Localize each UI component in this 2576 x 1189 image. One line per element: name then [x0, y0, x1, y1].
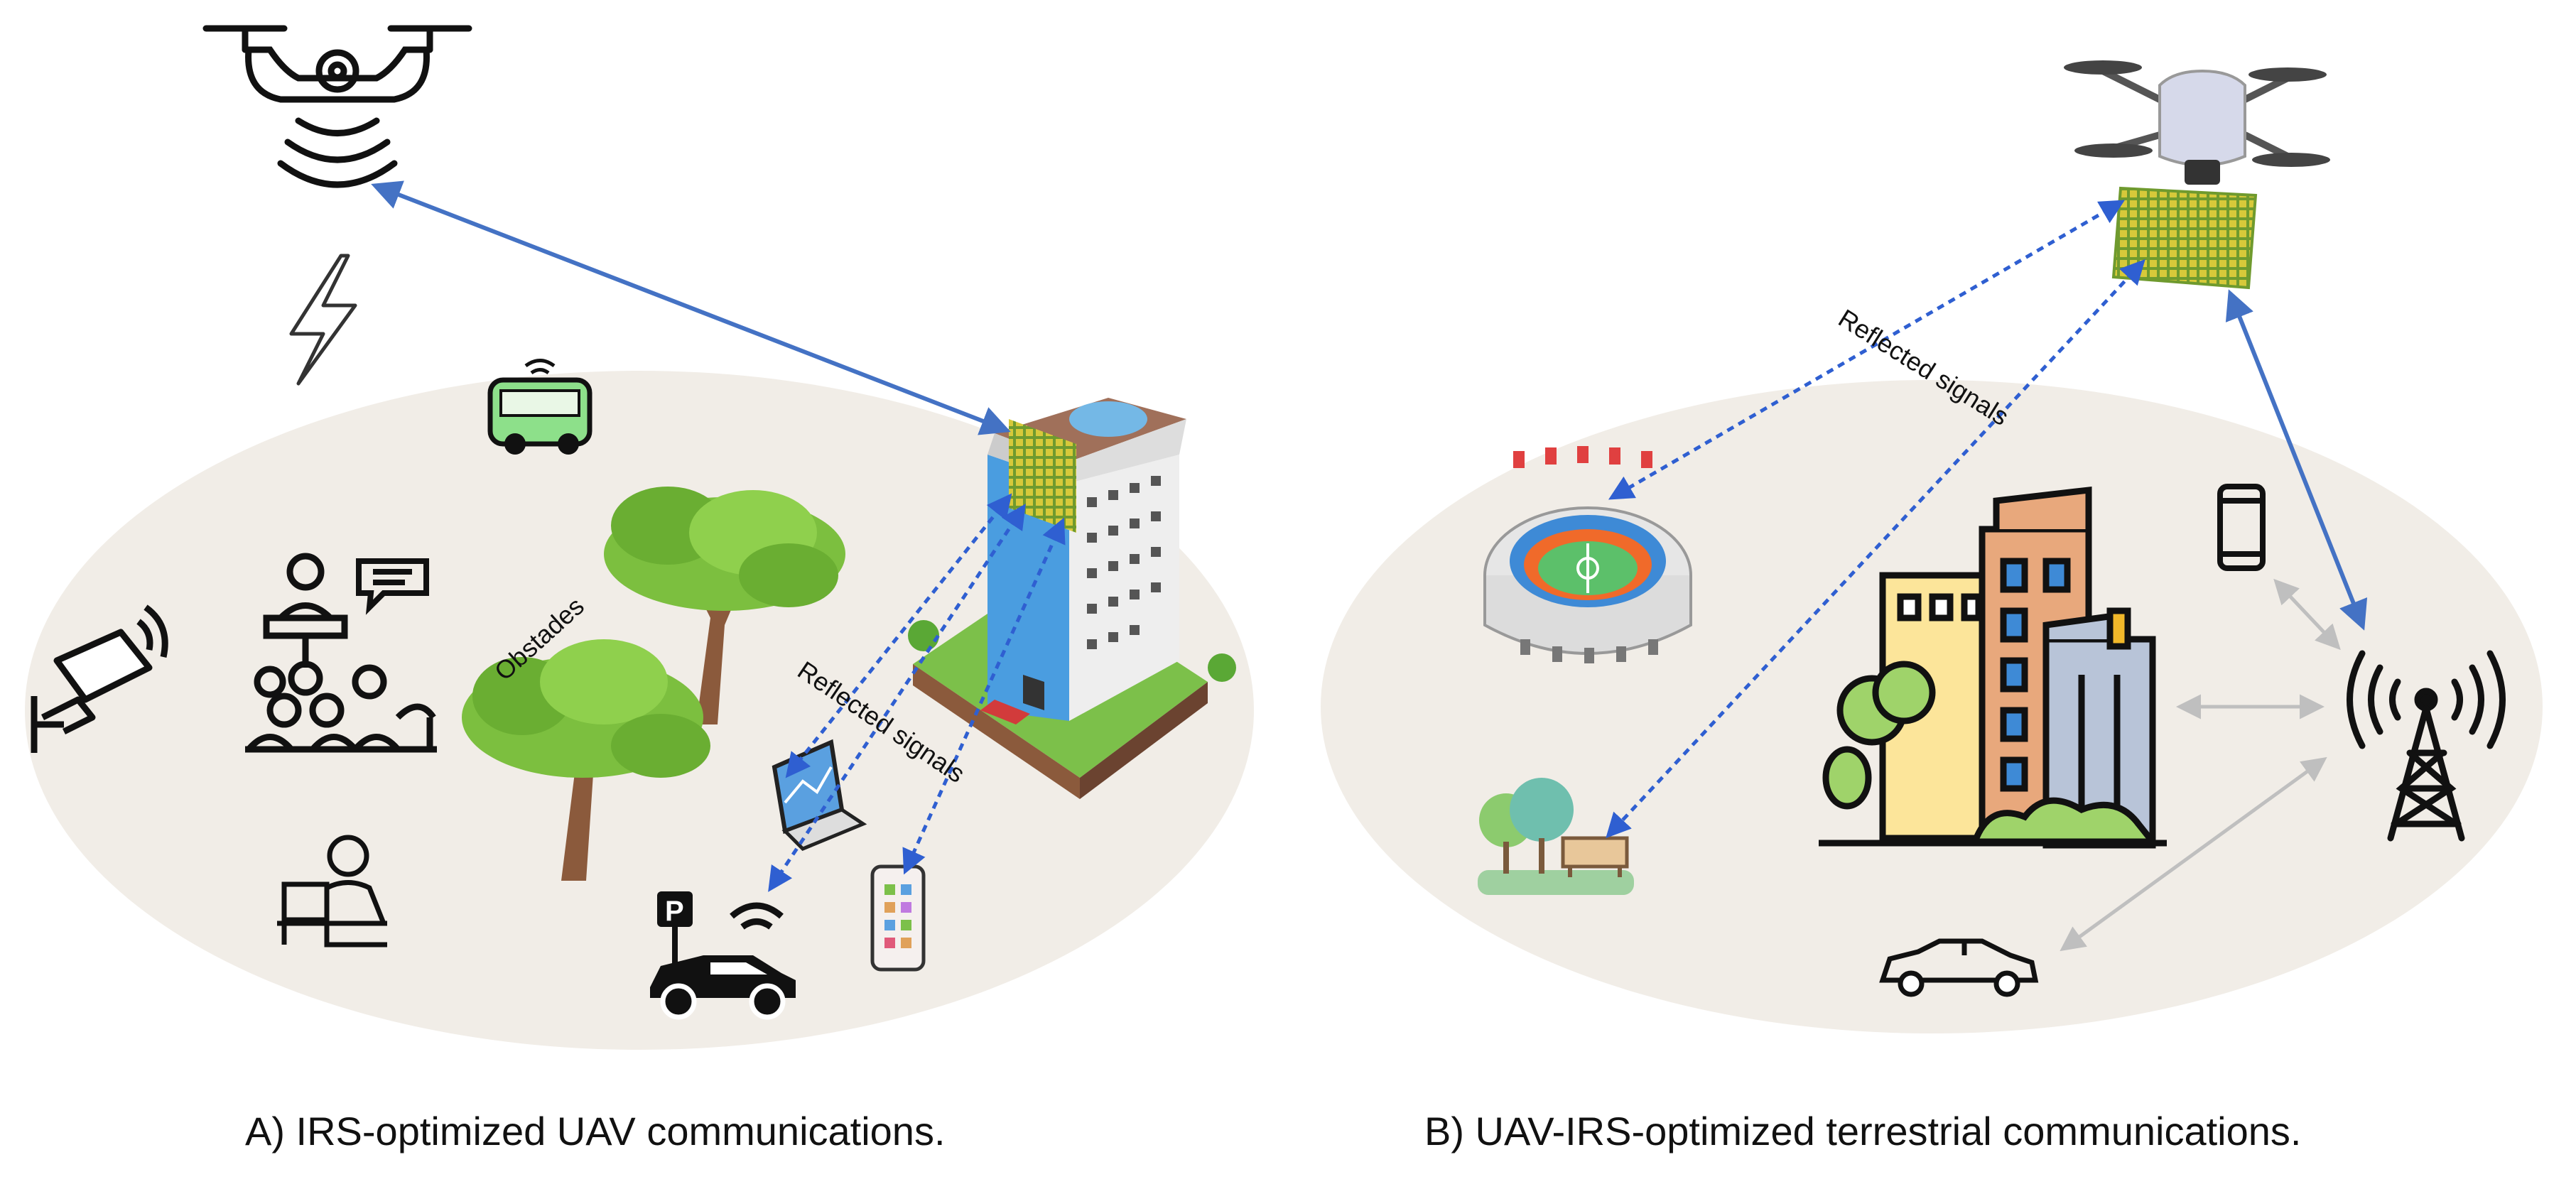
caption-panel-a: A) IRS-optimized UAV communications.: [245, 1109, 946, 1153]
panel-b: Reflected signals: [1321, 60, 2543, 1033]
panel-a: Obstades: [25, 25, 1254, 1050]
desk-worker-icon: [277, 835, 387, 948]
parking-car-icon: P: [650, 891, 796, 1020]
smartphone-icon: [870, 864, 926, 972]
car-icon: [1879, 938, 2039, 997]
cell-tower-icon: [2347, 650, 2506, 842]
lightning-icon: [289, 254, 357, 386]
ground-link-phone: [2273, 578, 2341, 651]
uav-tower-link-b: [2225, 289, 2368, 631]
security-camera-icon: [31, 604, 168, 753]
chat-bubble-icon: [356, 558, 429, 615]
drone-icon: [202, 25, 472, 188]
svg-text:P: P: [665, 896, 684, 927]
park-icon: [1478, 778, 1634, 895]
tree-icon: [462, 639, 710, 881]
caption-panel-b: B) UAV-IRS-optimized terrestrial communi…: [1424, 1109, 2302, 1153]
uav-irs-link-a: [371, 180, 1011, 435]
reflected-link-park: [1606, 259, 2145, 839]
ground-link-car: [2060, 756, 2327, 952]
uav-with-irs-icon: [2064, 60, 2330, 290]
lecture-audience-icon: [245, 553, 437, 753]
